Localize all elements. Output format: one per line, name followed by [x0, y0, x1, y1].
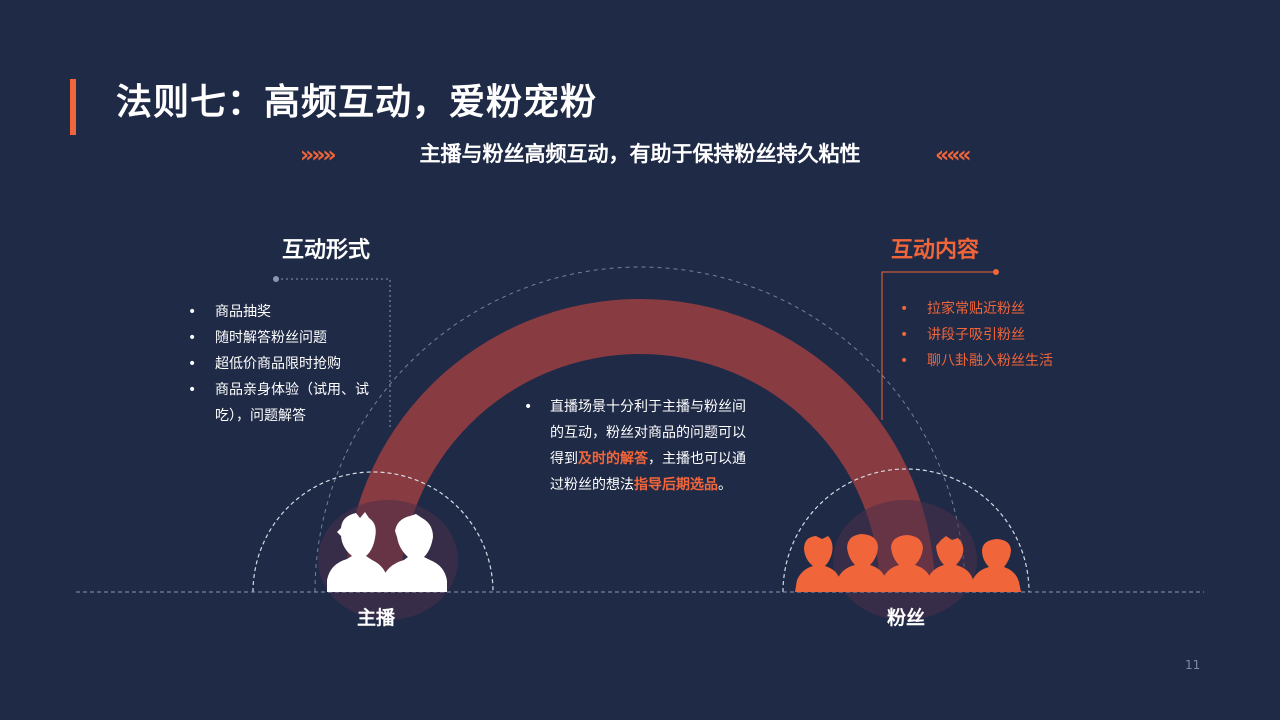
chevron-right-icon: »»» [300, 143, 337, 168]
center-description-text: 直播场景十分利于主播与粉丝间的互动，粉丝对商品的问题可以得到及时的解答，主播也可… [520, 394, 750, 498]
host-people-icon [327, 512, 447, 592]
fans-dashed-circle [782, 468, 1030, 593]
list-item: 商品抽奖 [184, 299, 390, 325]
fans-label: 粉丝 [887, 607, 926, 629]
host-dashed-circle [252, 471, 494, 593]
interaction-content-list: 拉家常贴近粉丝 讲段子吸引粉丝 聊八卦融入粉丝生活 [896, 296, 1116, 374]
list-item: 拉家常贴近粉丝 [896, 296, 1116, 322]
list-item: 讲段子吸引粉丝 [896, 322, 1116, 348]
center-highlight: 及时的解答 [578, 451, 648, 467]
center-text-part: 。 [718, 477, 732, 493]
bullet-dot: • [524, 399, 533, 415]
center-description: • 直播场景十分利于主播与粉丝间的互动，粉丝对商品的问题可以得到及时的解答，主播… [520, 394, 750, 498]
content-connector-dot [993, 269, 999, 275]
list-item: 聊八卦融入粉丝生活 [896, 348, 1116, 374]
center-highlight: 指导后期选品 [634, 477, 718, 493]
outer-dashed-arc [314, 266, 966, 593]
slide-title: 法则七：高频互动，爱粉宠粉 [116, 81, 598, 123]
arch-band [345, 299, 935, 592]
list-item: 商品亲身体验（试用、试吃），问题解答 [184, 377, 390, 429]
list-item: 随时解答粉丝问题 [184, 325, 390, 351]
slide-subtitle: 主播与粉丝高频互动，有助于保持粉丝持久粘性 [419, 141, 861, 166]
content-connector [881, 271, 996, 420]
title-accent-bar [70, 79, 76, 135]
interaction-forms-title: 互动形式 [282, 237, 371, 263]
forms-connector-dot [273, 276, 279, 282]
center-text-part: 直播场景十分利于主播与粉丝间的互动，粉丝对商品的问题可以得到 [550, 399, 746, 467]
fans-people-icon [795, 534, 1021, 592]
interaction-content-title: 互动内容 [891, 237, 980, 263]
chevron-left-icon: ««« [935, 143, 972, 168]
interaction-forms-list: 商品抽奖 随时解答粉丝问题 超低价商品限时抢购 商品亲身体验（试用、试吃），问题… [184, 299, 390, 429]
list-item: 超低价商品限时抢购 [184, 351, 390, 377]
center-text-part: ，主播也可以通过粉丝的想法 [550, 451, 746, 493]
host-glow [318, 500, 458, 620]
page-number: 11 [1185, 658, 1201, 672]
host-label: 主播 [357, 607, 396, 629]
